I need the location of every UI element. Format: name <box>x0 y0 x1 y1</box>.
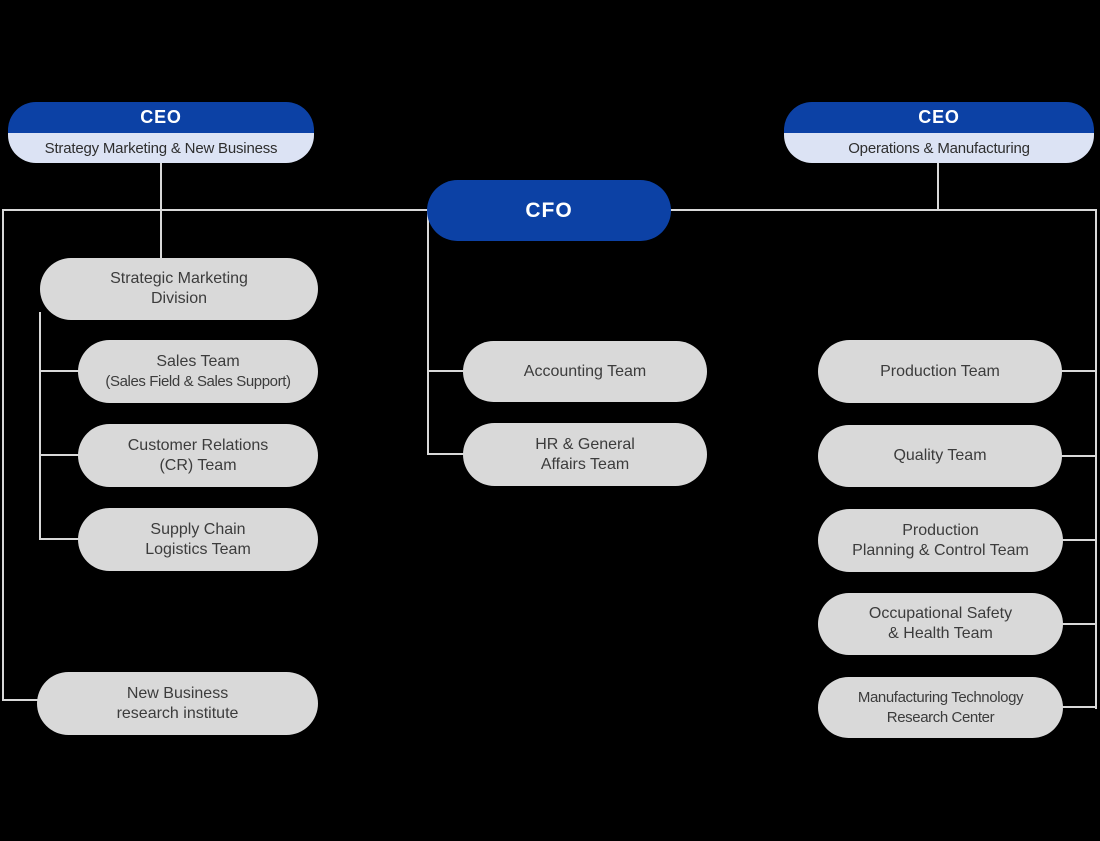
label-line: Production <box>902 521 979 539</box>
label-line: Research Center <box>886 708 995 726</box>
node-accounting-team: Accounting Team <box>463 341 707 402</box>
connector-stub-sales-team <box>39 370 79 372</box>
ceo-operations-title: CEO <box>784 102 1094 133</box>
node-ceo-strategy: CEO Strategy Marketing & New Business <box>8 102 314 163</box>
node-production-team: Production Team <box>818 340 1062 403</box>
connector-stub-planning <box>1061 539 1097 541</box>
label-line: Manufacturing Technology <box>857 688 1024 706</box>
node-supply-chain-logistics-team: Supply Chain Logistics Team <box>78 508 318 571</box>
label-line: Division <box>150 290 207 307</box>
connector-right-trunk <box>1095 209 1097 709</box>
connector-stub-production <box>1061 370 1097 372</box>
label-line: (CR) Team <box>159 456 237 474</box>
node-cfo: CFO <box>427 180 671 241</box>
node-production-planning-control-team: Production Planning & Control Team <box>818 509 1063 572</box>
node-manufacturing-technology-research-center: Manufacturing Technology Research Center <box>818 677 1063 738</box>
connector-stub-cr-team <box>39 454 79 456</box>
label-line: Logistics Team <box>145 540 251 558</box>
ceo-strategy-subtitle: Strategy Marketing & New Business <box>8 133 314 163</box>
connector-ceo-strategy-drop <box>160 163 162 259</box>
label-line: research institute <box>116 704 239 722</box>
label-line: HR & General <box>535 435 635 453</box>
cfo-title: CFO <box>525 198 573 222</box>
connector-stub-accounting <box>427 370 465 372</box>
label-line: Quality Team <box>893 447 987 464</box>
node-hr-general-affairs-team: HR & General Affairs Team <box>463 423 707 486</box>
node-occupational-safety-health-team: Occupational Safety & Health Team <box>818 593 1063 655</box>
label-line: Supply Chain <box>150 520 246 538</box>
connector-ceo-operations-drop <box>937 163 939 211</box>
label-line: Strategic Marketing <box>110 270 248 287</box>
ceo-operations-subtitle: Operations & Manufacturing <box>784 133 1094 163</box>
node-sales-team: Sales Team (Sales Field & Sales Support) <box>78 340 318 403</box>
label-line: Accounting Team <box>523 362 647 380</box>
node-ceo-operations: CEO Operations & Manufacturing <box>784 102 1094 163</box>
label-line: Planning & Control Team <box>852 541 1029 559</box>
label-line: New Business <box>126 684 229 702</box>
connector-stub-new-business <box>2 699 39 701</box>
connector-stub-mfg-research <box>1061 706 1097 708</box>
label-line: (Sales Field & Sales Support) <box>105 372 291 390</box>
node-customer-relations-team: Customer Relations (CR) Team <box>78 424 318 487</box>
node-new-business-research-institute: New Business research institute <box>37 672 318 735</box>
connector-stub-supply-chain <box>39 538 79 540</box>
label-line: & Health Team <box>888 625 993 642</box>
connector-stub-quality <box>1061 455 1097 457</box>
connector-stub-safety <box>1061 623 1097 625</box>
label-line: Production Team <box>880 362 1000 380</box>
label-line: Sales Team <box>156 352 240 370</box>
connector-marketing-trunk <box>39 312 41 540</box>
connector-cfo-trunk <box>427 211 429 455</box>
node-strategic-marketing-division: Strategic Marketing Division <box>40 258 318 320</box>
connector-stub-hr <box>427 453 465 455</box>
node-quality-team: Quality Team <box>818 425 1062 487</box>
ceo-strategy-title: CEO <box>8 102 314 133</box>
label-line: Occupational Safety <box>868 605 1013 622</box>
label-line: Affairs Team <box>540 455 630 473</box>
connector-left-trunk <box>2 209 4 701</box>
label-line: Customer Relations <box>127 436 269 454</box>
